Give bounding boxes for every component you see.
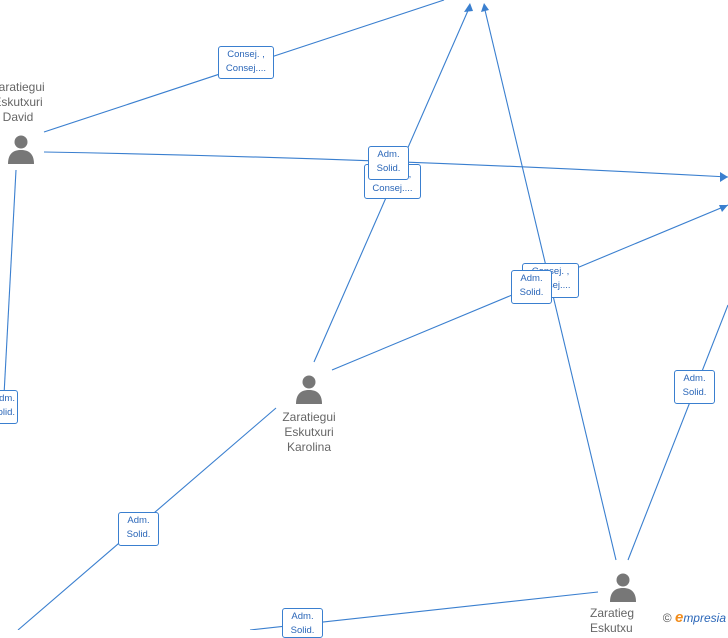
copyright-symbol: © — [662, 611, 672, 625]
badge-line: Adm. — [291, 611, 314, 622]
person-icon[interactable] — [294, 374, 324, 404]
role-badge[interactable]: Consej. , Consej.... — [218, 46, 274, 79]
badge-line: Solid. — [519, 287, 544, 298]
arrow-head-right-1 — [720, 172, 728, 182]
badge-line: Solid. — [0, 407, 15, 418]
node-label-david: Zaratiegui Eskutxuri David — [0, 80, 58, 125]
node-label-line: Zaratiegui — [282, 410, 336, 424]
badge-line: Adm. — [127, 515, 150, 526]
node-label-line: Zaratieg — [590, 606, 635, 620]
badge-line: Adm. — [0, 393, 15, 404]
watermark: © empresia — [663, 609, 726, 626]
node-label-karolina: Zaratiegui Eskutxuri Karolina — [266, 410, 352, 455]
badge-line: Solid. — [290, 625, 315, 636]
edge-david-left — [3, 169, 17, 396]
badge-line: Adm. — [520, 273, 543, 284]
badge-line: Adm. — [377, 149, 400, 160]
node-label-line: Karolina — [286, 440, 332, 454]
arrow-head-top-1 — [464, 3, 473, 12]
brand-logo-text: mpresia — [683, 611, 726, 625]
badge-line: Consej. , — [227, 49, 265, 60]
node-label-line: Eskutxuri — [0, 95, 43, 109]
role-badge[interactable]: Adm. Solid. — [0, 390, 18, 424]
role-badge[interactable]: Adm. Solid. — [368, 146, 409, 180]
arrow-head-top-2 — [481, 3, 489, 12]
person-icon[interactable] — [6, 134, 36, 164]
node-label-line: David — [2, 110, 34, 124]
node-label-line: Eskutxuri — [284, 425, 334, 439]
arrow-head-right-2 — [719, 205, 728, 212]
badge-line: Consej.... — [225, 63, 267, 74]
badge-line: Consej.... — [372, 183, 413, 194]
badge-line: Solid. — [376, 163, 401, 174]
node-label-bottom: Zaratieg Eskutxu — [590, 606, 642, 636]
person-icon[interactable] — [608, 572, 638, 602]
node-label-line: Zaratiegui — [0, 80, 45, 94]
role-badge[interactable]: Adm. Solid. — [674, 370, 715, 404]
badge-line: Solid. — [682, 387, 707, 398]
role-badge[interactable]: Adm. Solid. — [118, 512, 159, 546]
role-badge[interactable]: Adm. Solid. — [282, 608, 323, 638]
role-badge[interactable]: Adm. Solid. — [511, 270, 552, 304]
badge-line: Adm. — [683, 373, 706, 384]
edge-bottom-right — [627, 304, 728, 561]
node-label-line: Eskutxu — [590, 621, 633, 635]
badge-line: Solid. — [126, 529, 151, 540]
brand-logo-letter: e — [674, 609, 684, 626]
